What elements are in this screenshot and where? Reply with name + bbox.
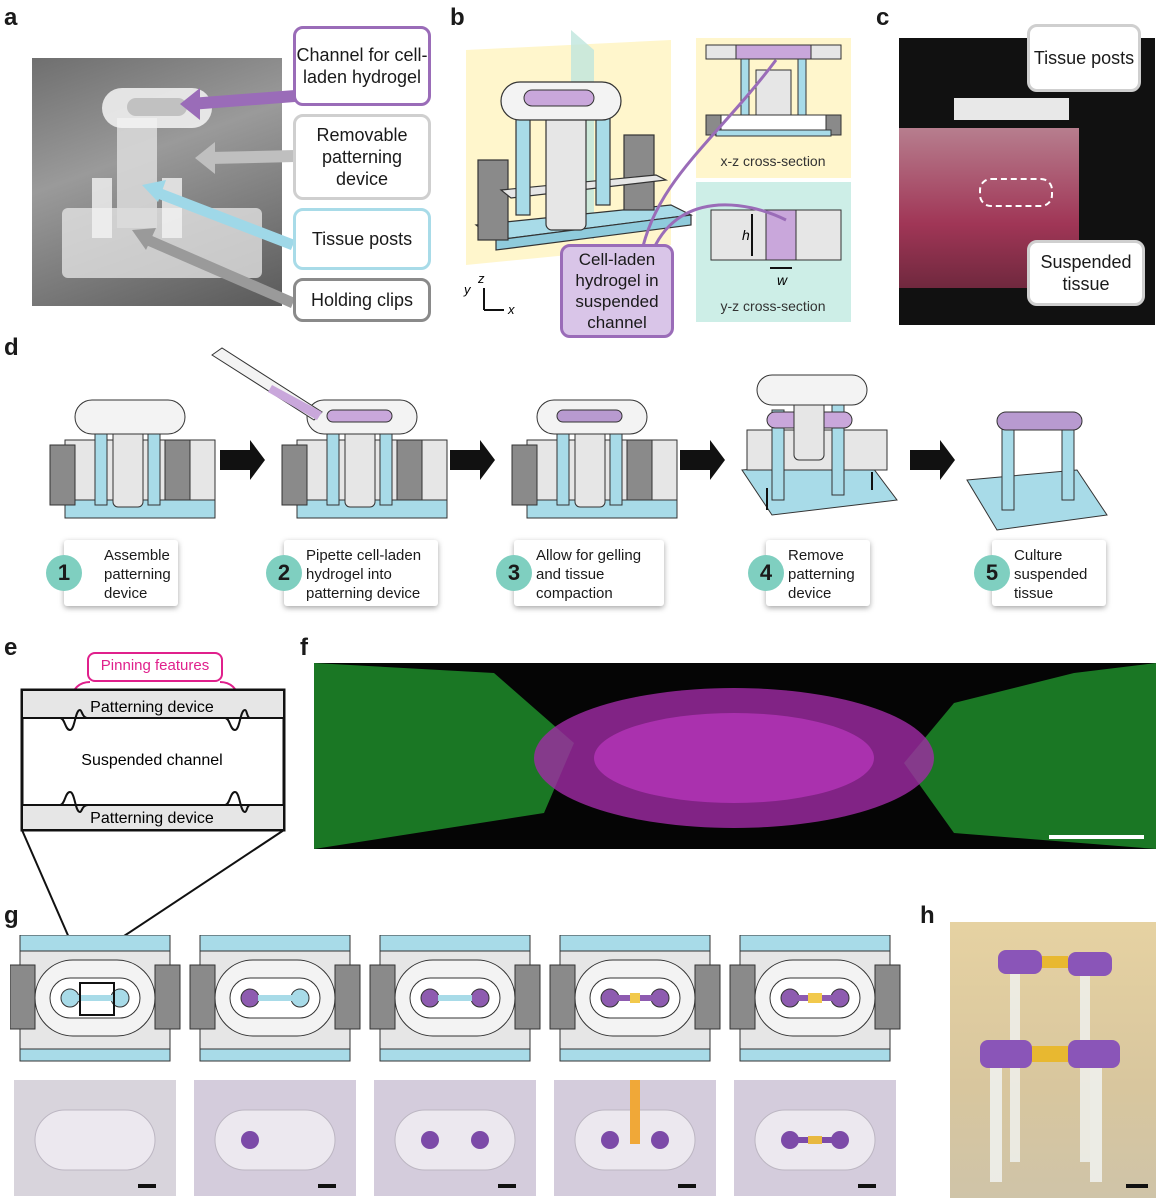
panel-label-a: a bbox=[4, 4, 18, 31]
step-card-5: 5 Culture suspended tissue bbox=[974, 540, 1106, 606]
panel-f-micrograph bbox=[314, 663, 1156, 849]
step-number-3: 3 bbox=[496, 555, 532, 591]
panel-e-schematic: Patterning device Suspended channel Patt… bbox=[20, 681, 286, 941]
step-text-4: Remove patterning device bbox=[788, 547, 855, 602]
step-number-5: 5 bbox=[974, 555, 1010, 591]
panel-label-f: f bbox=[300, 634, 308, 661]
step-number-4: 4 bbox=[748, 555, 784, 591]
panel-d-steps-illustration bbox=[49, 347, 1108, 531]
h-label: h bbox=[742, 227, 750, 243]
callout-tissue-posts: Tissue posts bbox=[293, 208, 431, 270]
panel-label-e: e bbox=[4, 634, 18, 661]
yz-caption: y-z cross-section bbox=[720, 298, 825, 314]
step-card-3: 3 Allow for gelling and tissue compactio… bbox=[496, 540, 664, 606]
panel-label-d: d bbox=[4, 334, 19, 361]
step-text-2: Pipette cell-laden hydrogel into pattern… bbox=[306, 547, 422, 602]
axis-y: y bbox=[463, 282, 472, 297]
panel-label-b: b bbox=[450, 4, 465, 31]
step-card-4: 4 Remove patterning device bbox=[748, 540, 870, 606]
e-bottom-label: Patterning device bbox=[90, 810, 214, 827]
panel-b-schematic: x-z cross-section h w y-z cross-section … bbox=[463, 30, 851, 322]
step-number-1: 1 bbox=[46, 555, 82, 591]
panel-label-h: h bbox=[920, 902, 935, 929]
callout-removable-device: Removable patterning device bbox=[293, 114, 431, 200]
callout-holding-clips: Holding clips bbox=[293, 278, 431, 322]
micrograph-illustration bbox=[314, 663, 1156, 849]
step-card-2: 2 Pipette cell-laden hydrogel into patte… bbox=[266, 540, 438, 606]
panel-g-photos bbox=[14, 1080, 896, 1196]
panel-a-arrows bbox=[132, 88, 295, 308]
axis-x: x bbox=[507, 302, 515, 317]
pinning-features-label: Pinning features bbox=[87, 652, 223, 682]
w-label: w bbox=[777, 272, 788, 288]
step-number-2: 2 bbox=[266, 555, 302, 591]
e-top-label: Patterning device bbox=[90, 699, 214, 716]
step-text-5: Culture suspended tissue bbox=[1014, 547, 1088, 602]
step-card-1: 1 Assemble patterning device bbox=[46, 540, 178, 606]
step-text-3: Allow for gelling and tissue compaction bbox=[536, 547, 642, 602]
e-middle-label: Suspended channel bbox=[81, 752, 222, 769]
panel-label-c: c bbox=[876, 4, 890, 31]
panel-label-g: g bbox=[4, 902, 19, 929]
panel-g-schematics bbox=[10, 935, 901, 1062]
step-text-1: Assemble patterning device bbox=[104, 547, 171, 602]
callout-c-tissue-posts: Tissue posts bbox=[1027, 24, 1141, 92]
callout-channel: Channel for cell-laden hydrogel bbox=[293, 26, 431, 106]
panel-h-photo bbox=[950, 922, 1156, 1198]
callout-hydrogel: Cell-laden hydrogel in suspended channel bbox=[560, 244, 674, 338]
callout-c-suspended-tissue: Suspended tissue bbox=[1027, 240, 1145, 306]
posts-photo-illustration bbox=[980, 950, 1148, 1188]
axis-z: z bbox=[477, 271, 485, 286]
xz-caption: x-z cross-section bbox=[720, 153, 825, 169]
